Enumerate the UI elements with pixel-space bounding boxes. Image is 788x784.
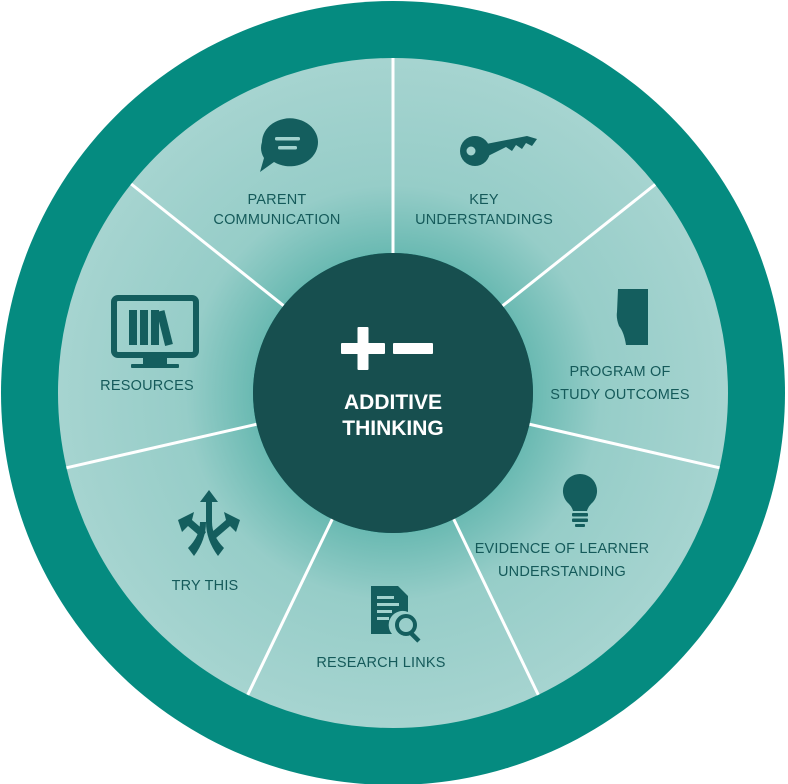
segments	[58, 58, 728, 728]
segment-try-this[interactable]	[66, 424, 333, 695]
segment-divider	[529, 422, 720, 470]
label-key-understandings-line2: UNDERSTANDINGS	[415, 212, 553, 228]
key-icon	[460, 136, 537, 166]
label-parent-communication-line1: PARENT	[248, 192, 307, 208]
segment-fill	[131, 58, 393, 306]
label-try-this: TRY THIS	[172, 578, 239, 594]
label-resources: RESOURCES	[100, 378, 194, 394]
segment-dividers	[66, 58, 720, 696]
segment-divider	[66, 422, 257, 470]
segment-evidence-of-learner-understanding[interactable]	[453, 424, 720, 695]
document-search-icon	[371, 586, 421, 643]
segment-fill	[66, 424, 333, 695]
label-program-of-study-line2: STUDY OUTCOMES	[550, 387, 690, 403]
center-title-line1: ADDITIVE	[344, 391, 442, 414]
label-program-of-study-line1: PROGRAM OF	[569, 364, 670, 380]
segment-divider	[130, 182, 285, 307]
label-research-links: RESEARCH LINKS	[316, 655, 445, 671]
segment-divider	[452, 518, 540, 696]
segment-key-understandings[interactable]	[393, 58, 656, 306]
segment-fill	[247, 519, 539, 728]
branching-arrows-icon	[178, 490, 240, 556]
label-parent-communication-line2: COMMUNICATION	[213, 212, 340, 228]
lightbulb-icon	[562, 473, 598, 527]
plus-minus-icon	[341, 327, 433, 370]
label-evidence-line1: EVIDENCE OF LEARNER	[475, 541, 650, 557]
label-evidence-line2: UNDERSTANDING	[498, 564, 626, 580]
segment-fill	[393, 58, 656, 306]
segment-parent-communication[interactable]	[131, 58, 393, 306]
center-title-line2: THINKING	[342, 417, 444, 440]
segment-resources[interactable]	[58, 184, 284, 468]
alberta-map-icon	[616, 289, 648, 345]
segment-labels: PARENT COMMUNICATION KEY UNDERSTANDINGS …	[100, 192, 690, 671]
segment-fill	[58, 184, 284, 468]
segment-fill	[453, 424, 720, 695]
center-hub[interactable]: ADDITIVE THINKING	[253, 253, 533, 533]
segment-research-links[interactable]	[247, 519, 539, 728]
books-on-monitor-icon	[111, 295, 199, 368]
speech-bubble-icon	[260, 118, 318, 172]
segment-divider	[501, 183, 657, 308]
center-circle	[253, 253, 533, 533]
segment-fill	[502, 184, 728, 468]
segment-program-of-study-outcomes[interactable]	[502, 184, 728, 468]
label-key-understandings-line1: KEY	[469, 192, 499, 208]
segment-divider	[246, 518, 334, 696]
